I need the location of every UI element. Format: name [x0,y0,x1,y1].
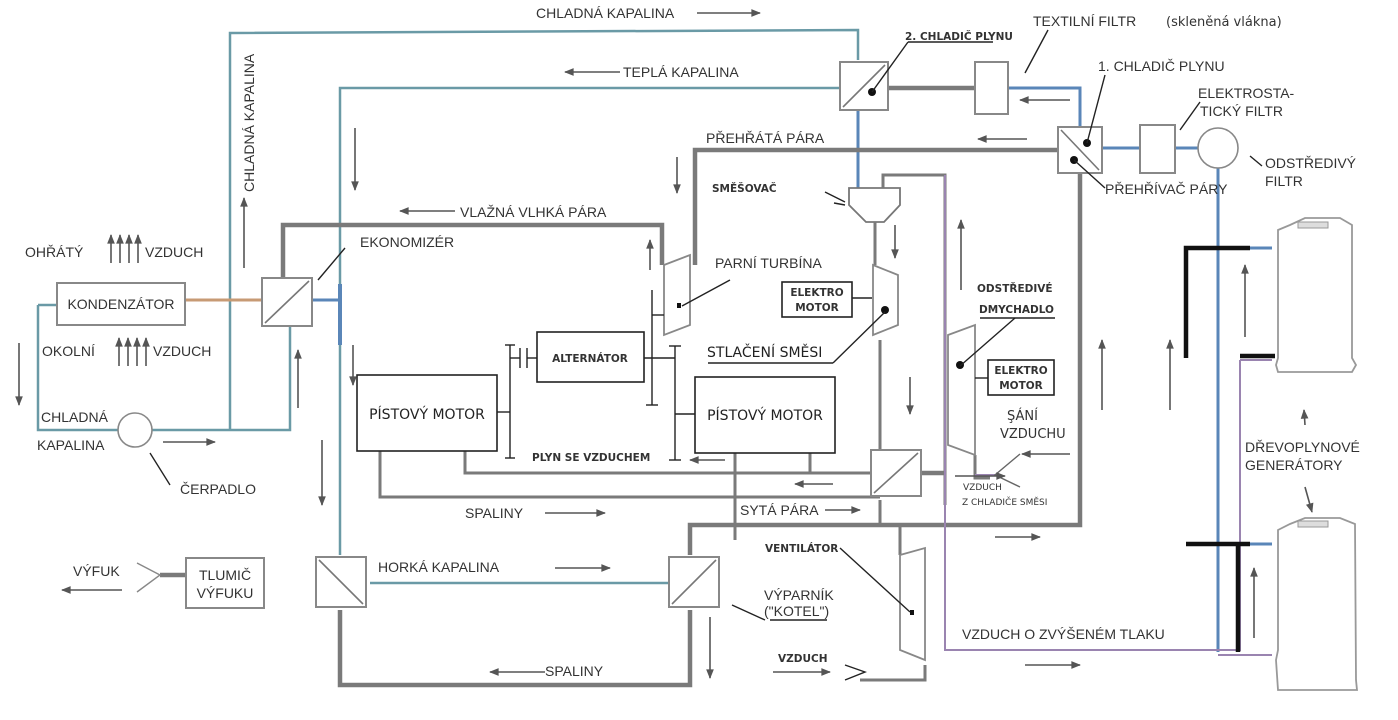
label-saturated-steam: SYTÁ PÁRA [740,502,819,518]
electric-motor-2-label-b: MOTOR [999,380,1043,392]
label-centrifugal-filter-2: FILTR [1265,173,1303,189]
label-flue-gas-lower: SPALINY [545,663,604,679]
exhaust-heat-exchanger [315,556,367,608]
label-cold-liquid-top: CHLADNÁ KAPALINA [536,5,675,21]
electric-motor-2-box [987,359,1055,396]
economizer-heat-exchanger [261,277,313,327]
label-steam-turbine: PARNÍ TURBÍNA [715,255,822,271]
air-intake-icon [993,453,1021,488]
label-air-intake-2: VZDUCHU [1000,427,1066,442]
cold-liquid-pipes [36,28,1272,652]
label-evaporator-2: ("KOTEL") [764,603,829,619]
label-centrifugal-filter-1: ODSTŘEDIVÝ [1265,155,1357,171]
label-mixer: SMĚŠOVAČ [712,182,777,195]
piston-engine-left-box [356,374,498,452]
label-wet-steam: VLAŽNÁ VLHKÁ PÁRA [460,204,607,220]
label-electrostatic-1: ELEKTROSTA- [1198,85,1295,101]
centrifugal-blower-icon [947,323,976,457]
electric-motor-1-box [781,281,853,318]
silencer-label-1: TLUMIČ [199,567,251,583]
evaporator-heat-exchanger [668,556,720,608]
flow-arrows [15,9,1314,679]
label-air-from-cooler-2: Z CHLADIČE SMĚSI [962,496,1047,508]
label-air-from-cooler-1: VZDUCH [963,483,1002,493]
piston-engine-right-label: PÍSTOVÝ MOTOR [707,407,823,424]
label-glass-fibers: (skleněná vlákna) [1166,15,1282,30]
electric-motor-1-label-b: MOTOR [795,302,839,314]
pump-icon [117,412,153,448]
piston-engine-left-label: PÍSTOVÝ MOTOR [369,406,485,423]
label-gas-with-air: PLYN SE VZDUCHEM [532,452,650,464]
mixer-icon [848,187,901,223]
label-evaporator-1: VÝPARNÍK [764,587,834,603]
gas-cooler-2-heat-exchanger [839,61,889,111]
label-cold-liquid-vertical: CHLADNÁ KAPALINA [241,53,257,192]
ventilator-icon [899,546,926,662]
label-air-2: VZDUCH [153,343,211,359]
label-warm-liquid: TEPLÁ KAPALINA [623,64,739,80]
label-wood-gas-2: GENERÁTORY [1245,457,1343,473]
label-pump: ČERPADLO [180,481,256,497]
drive-shafts [497,290,695,461]
label-centrifugal-blower-2: DMYCHADLO [979,304,1054,316]
alternator-box [536,331,645,383]
label-pressurized-air: VZDUCH O ZVÝŠENÉM TLAKU [962,626,1165,642]
label-air-intake-1: ŞÁNÍ [1007,408,1038,424]
label-air-bottom: VZDUCH [778,653,827,665]
silencer-label-2: VÝFUKU [197,585,254,601]
label-centrifugal-blower-1: ODSTŘEDIVÉ [977,282,1053,295]
wood-gas-generator-bottom [1275,517,1358,691]
condenser-label: KONDENZÁTOR [67,296,174,312]
label-ambient: OKOLNÍ [42,343,95,359]
exhaust-outlet-icon [136,562,162,593]
steam-gas-pipes [160,85,1083,688]
label-superheated-steam: PŘEHŘÁTÁ PÁRA [706,130,825,146]
wood-gas-generator-top [1275,217,1358,373]
silencer-box [185,557,265,609]
electric-motor-2-label-a: ELEKTRO [994,365,1047,377]
label-steam-superheater: PŘEHŘÍVAČ PÁRY [1105,181,1228,197]
mix-compressor-icon [872,263,899,337]
label-gas-cooler-2: 2. CHLADIČ PLYNU [905,30,1013,43]
textile-filter-box [974,61,1009,115]
mixture-cooler-heat-exchanger [870,449,922,497]
label-air-1: VZDUCH [145,244,203,260]
label-flue-gas-upper: SPALINY [465,505,524,521]
label-heated: OHŘÁTÝ [25,244,84,260]
label-textile-filter: TEXTILNÍ FILTR [1033,13,1136,29]
label-economizer: EKONOMIZÉR [360,234,454,250]
label-wood-gas-1: DŘEVOPLYNOVÉ [1245,439,1360,455]
label-liquid: KAPALINA [37,437,105,453]
steam-turbine-icon [663,253,691,337]
alternator-label: ALTERNÁTOR [552,352,628,365]
piston-engine-right-box [694,376,836,454]
label-ventilator: VENTILÁTOR [765,542,838,555]
label-electrostatic-2: TICKÝ FILTR [1200,103,1283,119]
label-gas-cooler-1: 1. CHLADIČ PLYNU [1098,58,1225,74]
electric-motor-1-label-a: ELEKTRO [790,287,843,299]
air-inlet-icon [844,664,867,681]
condenser-box [56,282,186,326]
label-exhaust: VÝFUK [73,563,120,579]
label-hot-liquid: HORKÁ KAPALINA [378,559,500,575]
label-mix-compression: STLAČENÍ SMĚSI [707,343,822,361]
pressurized-air-pipes [944,175,1272,656]
centrifugal-filter-icon [1197,127,1239,169]
electrostatic-filter-box [1139,124,1176,174]
leader-lines [149,29,1263,621]
label-cold: CHLADNÁ [41,409,109,425]
wood-gas-lines [1183,245,1275,652]
